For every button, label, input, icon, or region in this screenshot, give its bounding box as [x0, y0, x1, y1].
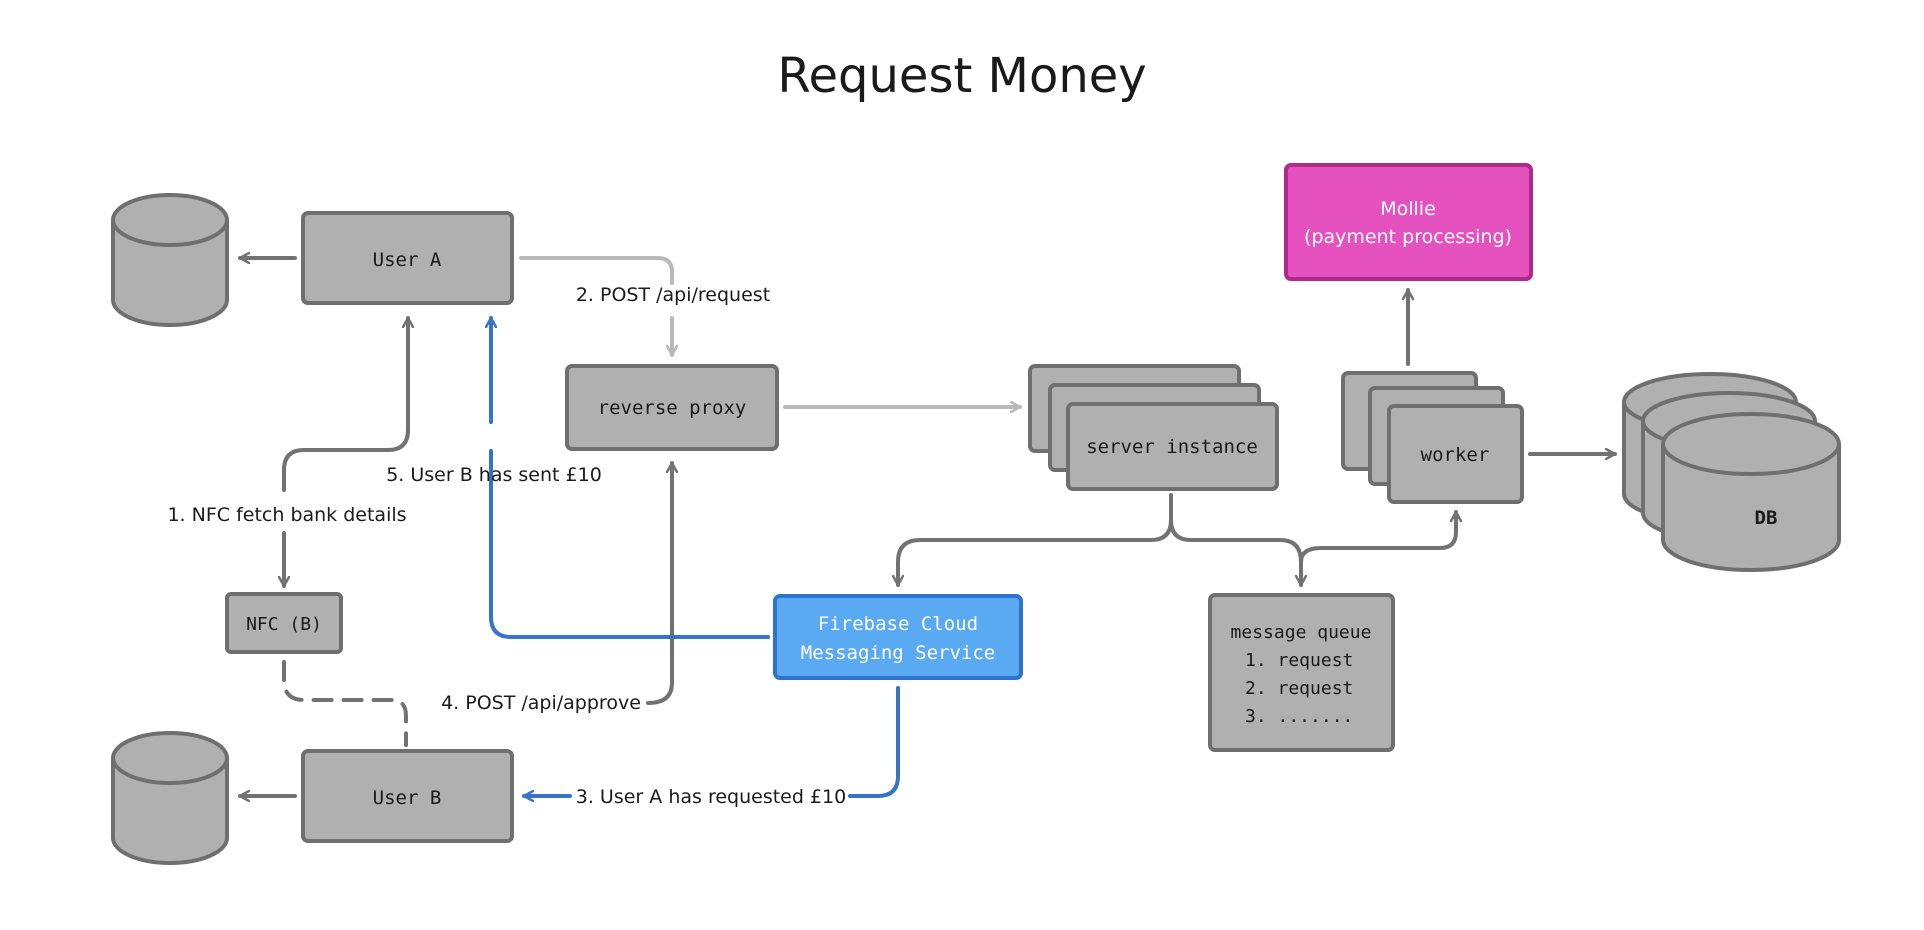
db-stack[interactable]: DB — [1622, 372, 1841, 572]
db-label: DB — [1755, 507, 1778, 529]
arrow-server-to-firebase — [898, 493, 1173, 587]
edge-label-post-request: 2. POST /api/request — [576, 284, 770, 306]
message-queue-title: message queue — [1231, 622, 1372, 643]
edge-label-user-a-requested: 3. User A has requested £10 — [576, 786, 846, 808]
message-queue-box[interactable]: message queue 1. request 2. request 3. .… — [1208, 593, 1395, 752]
user-b-label: User B — [373, 787, 442, 809]
message-queue-item-2: 2. request — [1245, 678, 1353, 699]
user-a-label: User A — [373, 249, 442, 271]
user-a-box[interactable]: User A — [301, 211, 514, 305]
arrow-post-request — [519, 256, 674, 285]
arrow-server-to-queue — [1169, 518, 1301, 587]
worker-stack[interactable]: worker — [1341, 371, 1524, 504]
mollie-label-line2: (payment processing) — [1304, 226, 1512, 248]
arrow-firebase-to-user-b — [848, 686, 900, 798]
storage-user-b — [111, 731, 229, 865]
mollie-box[interactable]: Mollie (payment processing) — [1284, 163, 1533, 281]
storage-user-a — [111, 193, 229, 327]
server-instance-label: server instance — [1086, 436, 1258, 458]
message-queue-item-1: 1. request — [1245, 650, 1353, 671]
worker-label: worker — [1421, 444, 1490, 466]
firebase-box[interactable]: Firebase Cloud Messaging Service — [773, 594, 1023, 680]
firebase-label-line2: Messaging Service — [801, 642, 995, 664]
arrow-queue-to-worker — [1299, 510, 1456, 564]
mollie-label-line1: Mollie — [1380, 198, 1436, 220]
message-queue-item-3: 3. ....... — [1245, 706, 1353, 727]
dashed-nfc-to-user-b — [282, 660, 408, 747]
server-instance-stack[interactable]: server instance — [1028, 364, 1279, 491]
edge-label-post-approve: 4. POST /api/approve — [441, 692, 641, 714]
arrow-firebase-to-user-a — [489, 449, 770, 639]
reverse-proxy-box[interactable]: reverse proxy — [565, 364, 779, 451]
edge-label-user-b-sent: 5. User B has sent £10 — [386, 464, 602, 486]
page-title: Request Money — [777, 48, 1146, 104]
arrow-nfc-fetch-to-user-a — [282, 316, 408, 492]
reverse-proxy-label: reverse proxy — [598, 397, 747, 419]
nfc-label: NFC (B) — [246, 614, 322, 635]
nfc-box[interactable]: NFC (B) — [225, 592, 343, 654]
user-b-box[interactable]: User B — [301, 749, 514, 843]
firebase-label-line1: Firebase Cloud — [818, 613, 978, 635]
arrow-post-approve — [646, 461, 672, 705]
edge-label-nfc-fetch: 1. NFC fetch bank details — [167, 504, 406, 526]
